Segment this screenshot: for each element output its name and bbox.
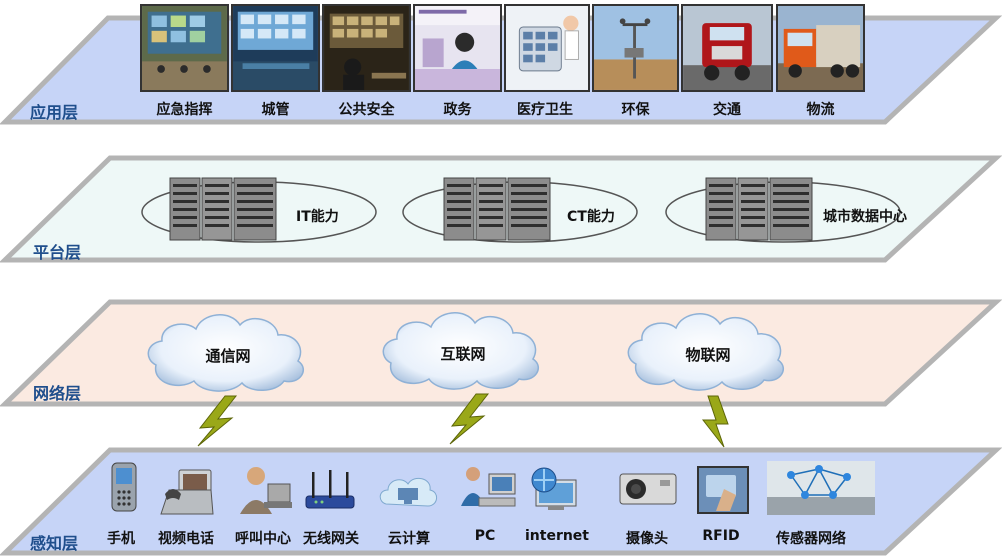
command-center-icon (140, 4, 229, 92)
server-rack-icon (168, 176, 278, 242)
app-label-emergency: 应急指挥 (156, 102, 213, 118)
truck-icon (681, 4, 773, 92)
camera-icon (616, 464, 680, 512)
lightning-connector-1 (197, 395, 238, 447)
pc-user-icon (455, 464, 517, 516)
app-label-transport: 交通 (713, 102, 741, 118)
rfid-card-icon (696, 465, 750, 515)
internet-globe-icon (528, 466, 580, 514)
sensor-label-rfid: RFID (702, 528, 740, 544)
cloud-computing-icon (376, 470, 440, 514)
government-office-icon (413, 4, 502, 92)
layer-name-application: 应用层 (30, 103, 79, 122)
sensor-label-phone: 手机 (107, 531, 135, 547)
mobile-phone-icon (110, 462, 138, 512)
call-center-icon (236, 462, 292, 516)
layer-name-network: 网络层 (33, 384, 82, 403)
sensor-label-camera: 摄像头 (626, 531, 668, 547)
app-label-medical: 医疗卫生 (517, 102, 573, 118)
weather-station-icon (592, 4, 679, 92)
platform-label-datacenter: 城市数据中心 (823, 209, 907, 225)
app-label-security: 公共安全 (338, 102, 395, 118)
sensor-network-icon (767, 461, 875, 515)
server-rack-icon (704, 176, 814, 242)
platform-label-it: IT能力 (296, 209, 339, 225)
layer-name-perception: 感知层 (30, 534, 79, 553)
app-label-environment: 环保 (621, 102, 650, 118)
wireless-router-icon (302, 468, 358, 516)
layer-name-platform: 平台层 (33, 243, 82, 262)
control-room-icon (231, 4, 320, 92)
cloud-icon (382, 312, 539, 390)
sensor-label-cloud-computing: 云计算 (388, 531, 430, 547)
sensor-label-call-center: 呼叫中心 (235, 531, 291, 547)
cloud-icon (627, 313, 784, 391)
sensor-label-internet: internet (524, 528, 589, 544)
network-label-iot: 物联网 (685, 346, 731, 364)
app-label-logistics: 物流 (806, 102, 835, 118)
logistics-truck-icon (776, 4, 865, 92)
server-rack-icon (442, 176, 552, 242)
platform-label-ct: CT能力 (567, 209, 615, 225)
medical-tablet-icon (504, 4, 590, 92)
lightning-connector-3 (701, 395, 729, 448)
sensor-label-sensor-network: 传感器网络 (776, 531, 846, 547)
security-monitor-icon (322, 4, 411, 92)
video-phone-icon (159, 468, 215, 518)
cloud-icon (147, 314, 304, 392)
network-label-internet: 互联网 (440, 345, 486, 363)
sensor-label-pc: PC (474, 528, 496, 544)
app-label-government: 政务 (443, 102, 472, 118)
sensor-label-gateway: 无线网关 (303, 531, 359, 547)
sensor-label-video-phone: 视频电话 (158, 531, 214, 547)
lightning-connector-2 (449, 393, 490, 445)
network-label-telecom: 通信网 (205, 347, 251, 365)
app-label-urban: 城管 (261, 102, 290, 118)
